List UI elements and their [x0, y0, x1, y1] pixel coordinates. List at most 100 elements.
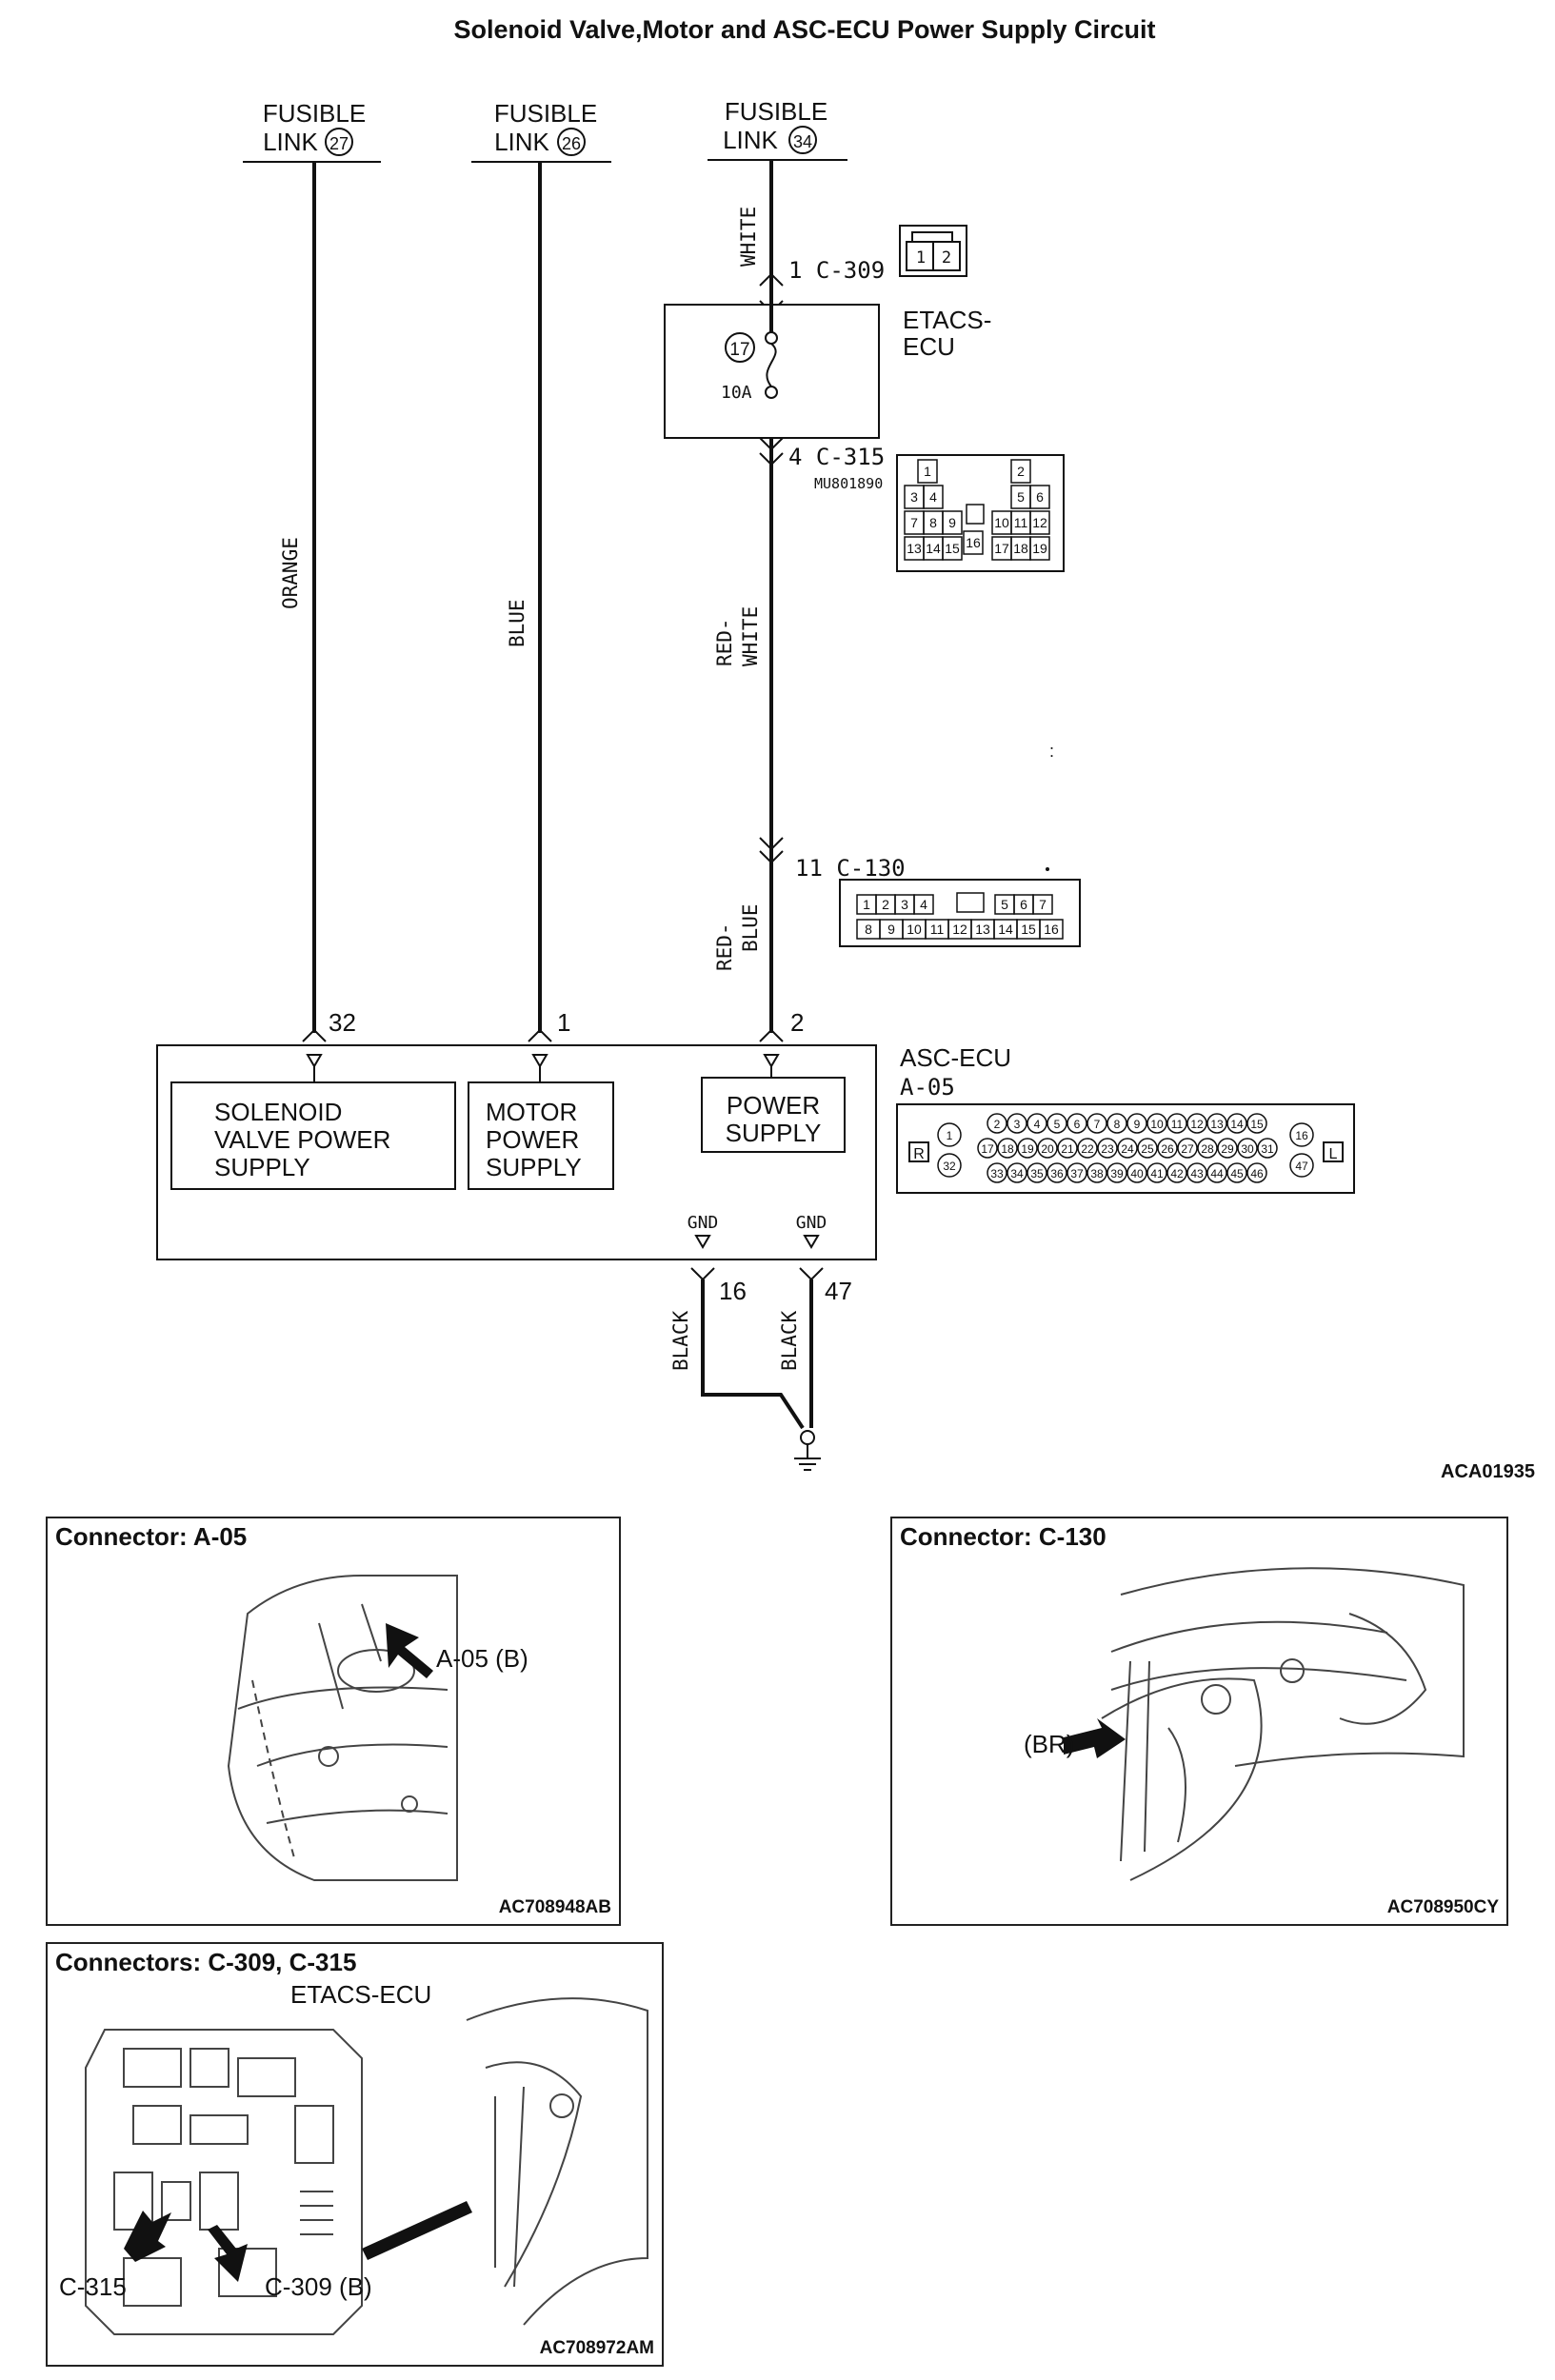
svg-text:15: 15 [1250, 1118, 1264, 1131]
a05-pin-24: 24 [1117, 1138, 1138, 1159]
etacs-label: ETACS- [903, 306, 991, 334]
a05-pin-44: 44 [1206, 1162, 1227, 1183]
asc-ecu-connector: A-05 [900, 1074, 955, 1101]
a05-pin-30: 30 [1237, 1138, 1258, 1159]
motor-power-supply: MOTOR [486, 1098, 577, 1126]
panel-c130-title: Connector: C-130 [900, 1522, 1106, 1551]
svg-text:35: 35 [1030, 1167, 1044, 1180]
a05-pin-32: 32 [937, 1153, 962, 1178]
svg-text:L: L [1329, 1146, 1338, 1162]
c315-pin-12: 12 [1029, 510, 1050, 535]
svg-text:11: 11 [1014, 515, 1028, 530]
a05-pin-13: 13 [1206, 1113, 1227, 1134]
svg-text:R: R [913, 1146, 925, 1162]
svg-text:2: 2 [942, 248, 951, 268]
a05-pin-40: 40 [1126, 1162, 1147, 1183]
c315-pin-9: 9 [942, 510, 963, 535]
c130-key [956, 892, 985, 913]
svg-text:43: 43 [1190, 1167, 1204, 1180]
svg-text:FUSIBLE: FUSIBLE [494, 99, 597, 128]
svg-text:28: 28 [1201, 1142, 1214, 1156]
c315-pin-19: 19 [1029, 536, 1050, 561]
a05-pin-34: 34 [1007, 1162, 1027, 1183]
a05-pin-6: 6 [1067, 1113, 1087, 1134]
svg-text:26: 26 [1161, 1142, 1174, 1156]
a05-pin-5: 5 [1047, 1113, 1067, 1134]
fusible-link-34: FUSIBLE LINK 34 [708, 97, 847, 161]
asc-ecu-label: ASC-ECU [900, 1043, 1011, 1072]
svg-text:9: 9 [948, 515, 956, 530]
callout-c130: (BR) [1024, 1730, 1075, 1758]
svg-text:5: 5 [1017, 489, 1025, 505]
svg-text:20: 20 [1041, 1142, 1054, 1156]
a05-pin-16: 16 [1289, 1122, 1314, 1147]
c315-pin-15: 15 [942, 536, 963, 561]
a05-pin-7: 7 [1087, 1113, 1107, 1134]
etacs-label-2: ECU [903, 332, 955, 361]
svg-text:8: 8 [1114, 1118, 1121, 1131]
arrow-icon [386, 1623, 433, 1678]
solenoid-line-3: SUPPLY [214, 1153, 310, 1181]
a05-pin-37: 37 [1067, 1162, 1087, 1183]
a05-pin-42: 42 [1166, 1162, 1187, 1183]
svg-text:15: 15 [945, 541, 960, 556]
svg-text:LINK: LINK [723, 126, 778, 154]
panel-connector-c130: Connector: C-130 (BR) AC708950CY [890, 1517, 1508, 1926]
svg-text:1: 1 [863, 897, 870, 912]
svg-text:19: 19 [1021, 1142, 1034, 1156]
svg-text:4: 4 [929, 489, 937, 505]
a05-pin-46: 46 [1246, 1162, 1267, 1183]
a05-pin-18: 18 [997, 1138, 1018, 1159]
a05-pin-28: 28 [1197, 1138, 1218, 1159]
a05-pin-25: 25 [1137, 1138, 1158, 1159]
a05-pin-31: 31 [1257, 1138, 1278, 1159]
svg-text:45: 45 [1230, 1167, 1244, 1180]
svg-text:LINK: LINK [494, 128, 549, 156]
svg-text:5: 5 [1054, 1118, 1061, 1131]
engine-bay-illustration [227, 1575, 458, 1881]
svg-text:29: 29 [1221, 1142, 1234, 1156]
svg-text:40: 40 [1130, 1167, 1144, 1180]
a05-pin-39: 39 [1106, 1162, 1127, 1183]
motor-line-3: SUPPLY [486, 1153, 582, 1181]
svg-text:34: 34 [793, 132, 812, 151]
callout-c315: C-315 [59, 2272, 127, 2301]
c130-label: 11 C-130 [795, 855, 906, 882]
stray-dot [1046, 867, 1049, 871]
svg-text:27: 27 [1181, 1142, 1194, 1156]
gnd-pin-47: 47 [825, 1277, 852, 1305]
c315-pin-16: 16 [963, 530, 984, 555]
svg-text:11: 11 [1171, 1118, 1184, 1131]
callout-a05: A-05 (B) [436, 1644, 528, 1673]
a05-pin-17: 17 [977, 1138, 998, 1159]
svg-text:3: 3 [901, 897, 908, 912]
svg-text:ORANGE: ORANGE [279, 537, 302, 609]
svg-text:BLUE: BLUE [506, 599, 528, 647]
c315-label: 4 C-315 [788, 444, 885, 470]
svg-text:RED-: RED- [713, 618, 736, 666]
c309-label: 1 C-309 [788, 257, 885, 284]
panel-c309-subtitle: ETACS-ECU [290, 1980, 432, 2009]
svg-text:7: 7 [1039, 897, 1047, 912]
panel-a05-title: Connector: A-05 [55, 1522, 248, 1551]
svg-text:46: 46 [1250, 1167, 1264, 1180]
a05-pin-19: 19 [1017, 1138, 1038, 1159]
svg-text:10: 10 [994, 515, 1009, 530]
gnd-label-2: GND [796, 1213, 827, 1233]
a05-pin-1: 1 [937, 1122, 962, 1147]
a05-pin-27: 27 [1177, 1138, 1198, 1159]
c315-key [966, 504, 985, 525]
a05-pin-26: 26 [1157, 1138, 1178, 1159]
a05-pin-14: 14 [1226, 1113, 1247, 1134]
svg-text:WHITE: WHITE [737, 207, 760, 267]
svg-text:38: 38 [1090, 1167, 1104, 1180]
svg-text:9: 9 [887, 922, 895, 937]
svg-text:37: 37 [1070, 1167, 1084, 1180]
svg-text:13: 13 [907, 541, 922, 556]
svg-text:12: 12 [1032, 515, 1047, 530]
solenoid-line-2: VALVE POWER [214, 1125, 390, 1154]
svg-text:18: 18 [1013, 541, 1028, 556]
svg-text:41: 41 [1150, 1167, 1164, 1180]
svg-text:3: 3 [910, 489, 918, 505]
